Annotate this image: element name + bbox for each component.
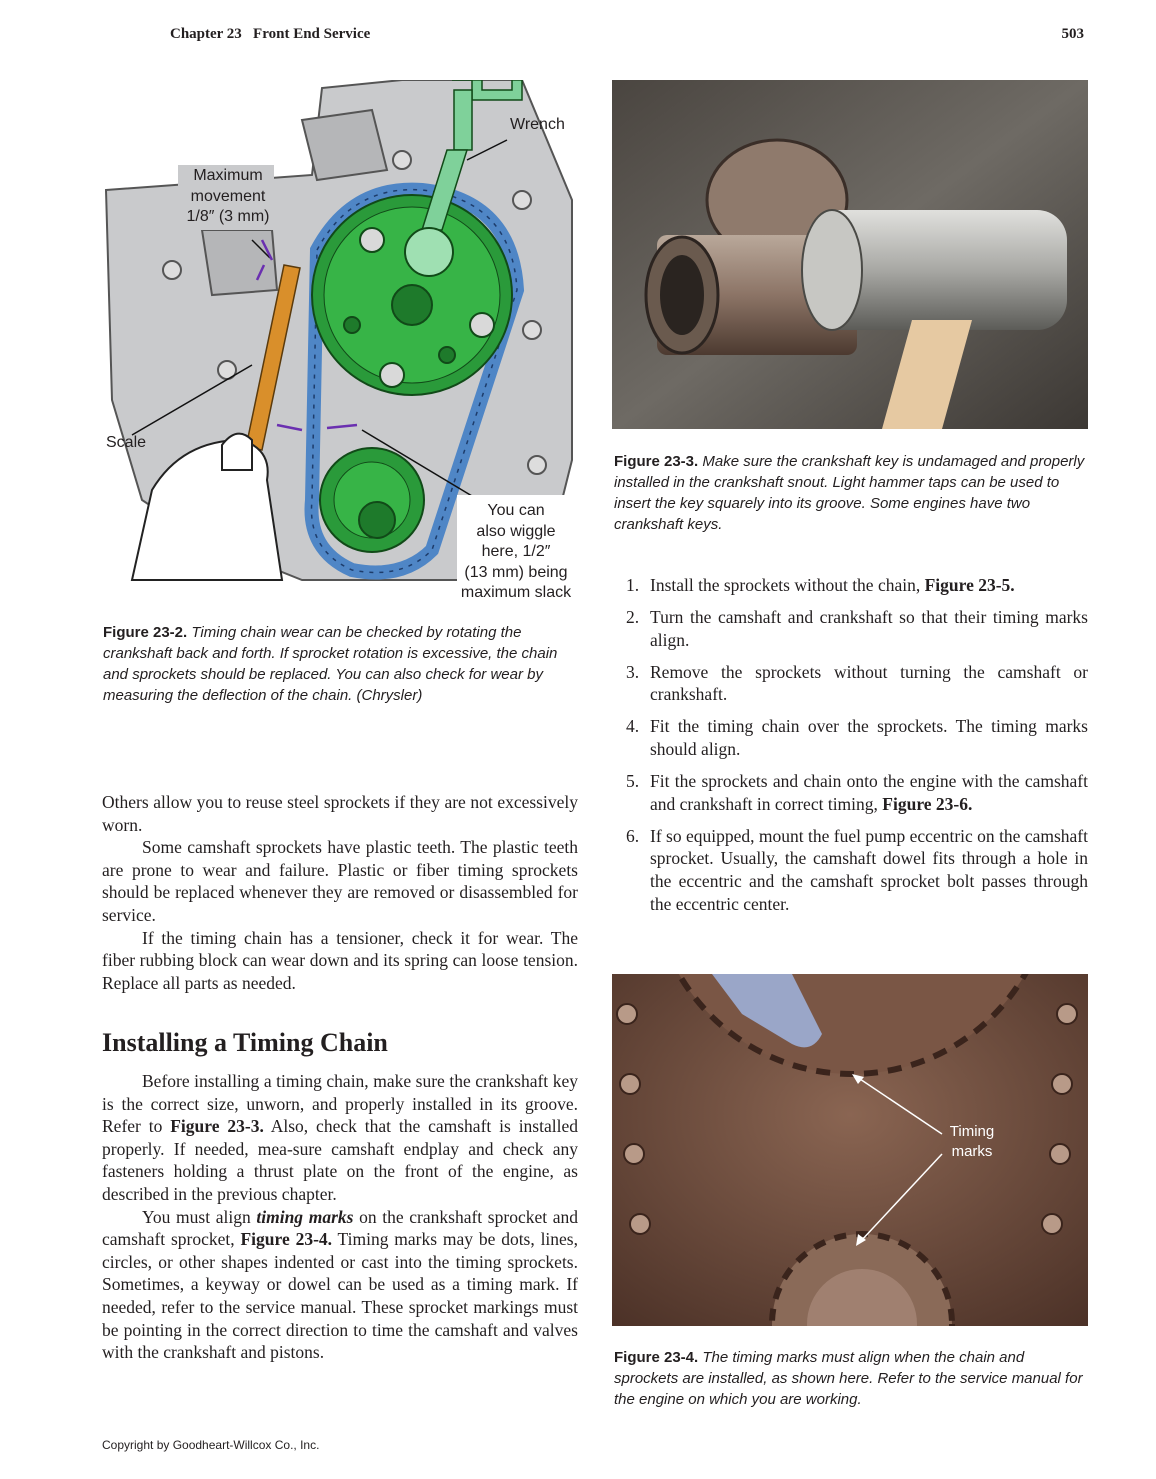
figure-reference: Figure 23-6. — [882, 793, 973, 814]
paragraph: Others allow you to reuse steel sprocket… — [102, 792, 578, 835]
figure-label: Figure 23-4. — [614, 1349, 699, 1366]
paragraph: Before installing a timing chain, make s… — [102, 1070, 578, 1206]
wrench-label: Wrench — [510, 116, 565, 133]
step-item: 3. Remove the sprockets without turning t… — [612, 661, 1088, 706]
step-text: If so equipped, mount the fuel pump ecce… — [650, 825, 1088, 914]
section-heading: Installing a Timing Chain — [102, 1028, 388, 1057]
text-span: Timing marks may be dots, lines, circles… — [102, 1229, 578, 1363]
caption-text: Timing chain wear can be checked by rota… — [103, 624, 558, 704]
step-number: 1. — [626, 575, 640, 595]
figure-reference: Figure 23-4. — [240, 1229, 333, 1250]
step-text: Install the sprockets without the chain, — [650, 575, 925, 595]
step-text: Remove the sprockets without turning the… — [650, 661, 1088, 705]
timing-marks-line: marks — [951, 1143, 993, 1160]
wiggle-label: You can also wiggle here, 1/2″ (13 mm) b… — [454, 501, 578, 604]
copyright-footer: Copyright by Goodheart-Willcox Co., Inc. — [102, 1438, 320, 1452]
timing-marks-line: Timing — [949, 1123, 995, 1140]
paragraph: Some camshaft sprockets have plastic tee… — [102, 837, 578, 925]
figure-23-3-caption: Figure 23-3. Make sure the crankshaft ke… — [614, 451, 1088, 535]
crankshaft-key-photo — [612, 80, 1088, 429]
figure-reference: Figure 23-5. — [924, 575, 1015, 595]
step-item: 5. Fit the sprockets and chain onto the e… — [612, 770, 1088, 815]
step-number: 5. — [626, 771, 640, 792]
step-text: Fit the timing chain over the sprockets.… — [650, 716, 1088, 760]
max-movement-line: Maximum — [193, 167, 263, 184]
max-movement-line: movement — [190, 187, 266, 205]
step-number: 4. — [626, 716, 640, 737]
timing-marks-label: Timing marks — [942, 1122, 1002, 1162]
scale-label: Scale — [106, 434, 147, 451]
step-number: 6. — [626, 825, 640, 846]
left-column-text-2: Before installing a timing chain, make s… — [102, 1070, 578, 1364]
procedure-steps: 1. Install the sprockets without the chai… — [612, 574, 1088, 925]
wiggle-line: (13 mm) being — [464, 563, 568, 581]
max-movement-label: Maximum movement 1/8″ (3 mm) — [178, 166, 278, 228]
step-text: Turn the camshaft and crankshaft so that… — [650, 607, 1088, 650]
chapter-header: Chapter 23 Front End Service — [170, 26, 371, 42]
wiggle-line: also wiggle — [476, 522, 556, 540]
paragraph: If the timing chain has a tensioner, che… — [102, 927, 578, 993]
timing-chain-diagram — [104, 80, 582, 605]
step-text: Fit the sprockets and chain onto the eng… — [650, 771, 1088, 814]
step-item: 6. If so equipped, mount the fuel pump ec… — [612, 825, 1088, 915]
timing-marks-photo — [612, 974, 1088, 1326]
text-span: Also, check that the camshaft is install… — [102, 1116, 578, 1204]
left-column-text: Others allow you to reuse steel sprocket… — [102, 791, 578, 994]
text-span: on the crankshaft sprocket and camshaft … — [102, 1206, 579, 1250]
figure-23-3-photo — [612, 80, 1088, 429]
step-item: 2. Turn the camshaft and crankshaft so th… — [612, 606, 1088, 651]
wiggle-line: maximum slack — [460, 584, 572, 601]
figure-label: Figure 23-3. — [614, 453, 699, 470]
figure-23-4-photo: Timing marks — [612, 974, 1088, 1326]
caption-text: The timing marks must align when the cha… — [614, 1349, 1083, 1408]
wiggle-line: here, 1/2″ — [481, 543, 551, 560]
text-span: You must align — [142, 1206, 257, 1227]
figure-reference: Figure 23-3. — [170, 1116, 264, 1137]
key-term: timing marks — [256, 1206, 354, 1227]
figure-label: Figure 23-2. — [103, 624, 188, 641]
step-number: 3. — [626, 661, 640, 682]
step-number: 2. — [626, 607, 640, 628]
caption-text: Make sure the crankshaft key is undamage… — [614, 453, 1085, 533]
wiggle-line: You can — [487, 502, 545, 519]
figure-23-2-caption: Figure 23-2. Timing chain wear can be ch… — [103, 622, 579, 706]
step-item: 1. Install the sprockets without the chai… — [612, 574, 1088, 597]
step-item: 4. Fit the timing chain over the sprocket… — [612, 715, 1088, 760]
figure-23-2-illustration: Wrench Maximum movement 1/8″ (3 mm) Scal… — [102, 80, 582, 605]
figure-23-4-caption: Figure 23-4. The timing marks must align… — [614, 1347, 1088, 1410]
text-span: Before installing a timing chain, make s… — [102, 1071, 578, 1137]
page-number: 503 — [1061, 26, 1085, 42]
paragraph: You must align timing marks on the crank… — [102, 1206, 578, 1364]
max-movement-line: 1/8″ (3 mm) — [186, 208, 270, 225]
